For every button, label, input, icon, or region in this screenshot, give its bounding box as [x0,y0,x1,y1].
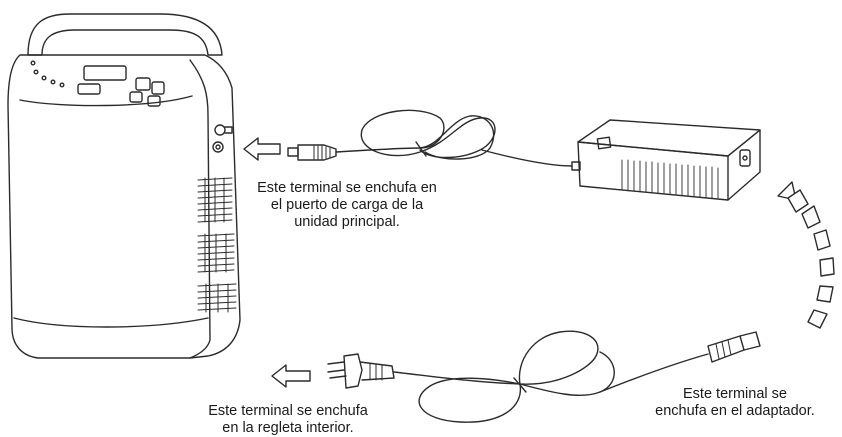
wall-plug-prongs [327,361,347,379]
unit-button [129,91,143,103]
wall-plug-neck [359,361,395,381]
ac-connector-tip [739,331,761,351]
charging-port [214,124,226,136]
unit-button [135,77,151,91]
caption-adapter-plug: Este terminal se enchufa en el adaptador… [620,386,842,420]
unit-display [83,65,127,81]
port-cover [212,141,224,153]
ac-cable-tie [513,377,527,393]
adapter-socket [739,149,751,167]
adapter-socket-pin [742,155,748,161]
adapter-side [727,129,761,201]
dc-cable-run [481,149,573,167]
wall-plug-body [343,353,363,389]
left-arrow-icon [243,137,281,161]
unit-handle [27,13,223,56]
unit-button [151,81,165,95]
ac-cable [327,330,761,423]
port-cover-inner [215,144,221,150]
caption-dc-plug: Este terminal se enchufa en el puerto de… [222,180,472,231]
caption-line: el puerto de carga de la [270,197,424,213]
main-unit [7,13,241,359]
adapter-label [596,136,612,150]
unit-led [59,82,65,88]
unit-bottom-band [13,317,209,328]
ac-cable-run [599,353,709,393]
ac-cable-loops [519,351,615,397]
curved-arrow-icon [777,181,835,329]
ac-connector [707,335,745,363]
dc-cable-loops [419,115,495,160]
unit-top-panel [19,95,193,107]
unit-led [41,75,47,81]
unit-body [7,54,241,359]
caption-line: Este terminal se [683,386,787,402]
left-arrow-icon [271,364,311,388]
wall-plug-grip [369,363,383,381]
dc-plug-grip [313,145,331,160]
caption-line: en la regleta interior. [222,420,354,436]
unit-led [33,69,39,75]
side-vents [197,177,237,313]
dc-plug-body [297,144,337,161]
dc-cable [287,109,581,171]
caption-wall-plug: Este terminal se enchufa en la regleta i… [163,403,413,437]
adapter-front [577,141,729,201]
dc-cable-loops [335,109,496,159]
unit-button [147,95,161,107]
unit-led [30,60,36,66]
power-adapter [577,119,761,201]
caption-line: unidad principal. [294,214,400,230]
caption-line: Este terminal se enchufa [208,403,368,419]
charging-port-knob [224,126,233,134]
caption-line: Este terminal se enchufa en [257,180,437,196]
dc-cable-tie [415,141,427,157]
caption-line: enchufa en el adaptador. [655,403,815,419]
unit-display-small [77,83,101,95]
dc-strain-relief [571,161,581,171]
unit-led [50,79,56,85]
ac-cable-loops [393,330,599,423]
unit-side-edge [189,59,211,359]
adapter-fins [621,159,719,199]
dc-plug [287,147,299,157]
ac-connector-grip [715,339,732,360]
